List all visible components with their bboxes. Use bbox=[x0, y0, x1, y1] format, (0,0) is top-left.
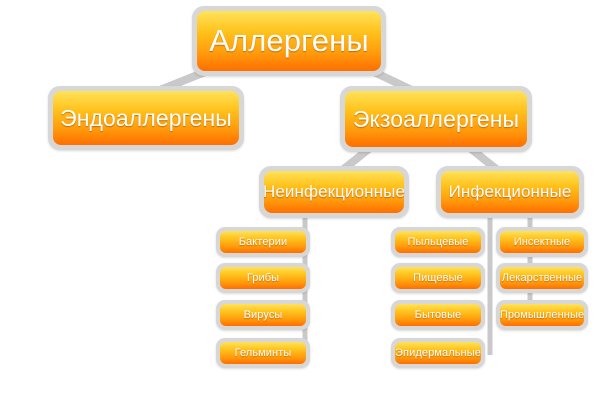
leaf-medicinal: Лекарственные bbox=[496, 263, 588, 293]
leaf-insect: Инсектные bbox=[496, 227, 588, 257]
leaf-industrial-label: Промышленные bbox=[500, 304, 584, 326]
node-noninfectious: Неинфекционные bbox=[259, 166, 409, 218]
node-exo-label: Экзоаллергены bbox=[345, 91, 527, 147]
node-endo: Эндоаллергены bbox=[48, 86, 244, 150]
leaf-helminths-label: Гельминты bbox=[220, 342, 306, 364]
leaf-fungi: Грибы bbox=[216, 263, 310, 293]
node-infectious: Инфекционные bbox=[436, 166, 584, 218]
node-noninfectious-label: Неинфекционные bbox=[263, 171, 405, 213]
node-root-label: Аллергены bbox=[197, 11, 381, 71]
leaf-viruses: Вирусы bbox=[216, 300, 310, 330]
leaf-food-label: Пищевые bbox=[395, 267, 481, 289]
node-exo: Экзоаллергены bbox=[340, 86, 532, 152]
leaf-medicinal-label: Лекарственные bbox=[500, 267, 584, 289]
node-root: Аллергены bbox=[192, 6, 386, 76]
leaf-bacteria-label: Бактерии bbox=[220, 231, 306, 253]
leaf-viruses-label: Вирусы bbox=[220, 304, 306, 326]
leaf-pollen-label: Пыльцевые bbox=[395, 231, 481, 253]
node-infectious-label: Инфекционные bbox=[441, 171, 579, 213]
leaf-food: Пищевые bbox=[391, 263, 485, 293]
leaf-helminths: Гельминты bbox=[216, 338, 310, 368]
leaf-household-label: Бытовые bbox=[395, 304, 481, 326]
leaf-insect-label: Инсектные bbox=[500, 231, 584, 253]
leaf-epidermal-label: Эпидермальные bbox=[395, 342, 481, 364]
leaf-pollen: Пыльцевые bbox=[391, 227, 485, 257]
leaf-fungi-label: Грибы bbox=[220, 267, 306, 289]
leaf-household: Бытовые bbox=[391, 300, 485, 330]
leaf-epidermal: Эпидермальные bbox=[391, 338, 485, 368]
leaf-industrial: Промышленные bbox=[496, 300, 588, 330]
node-endo-label: Эндоаллергены bbox=[53, 91, 239, 145]
leaf-bacteria: Бактерии bbox=[216, 227, 310, 257]
